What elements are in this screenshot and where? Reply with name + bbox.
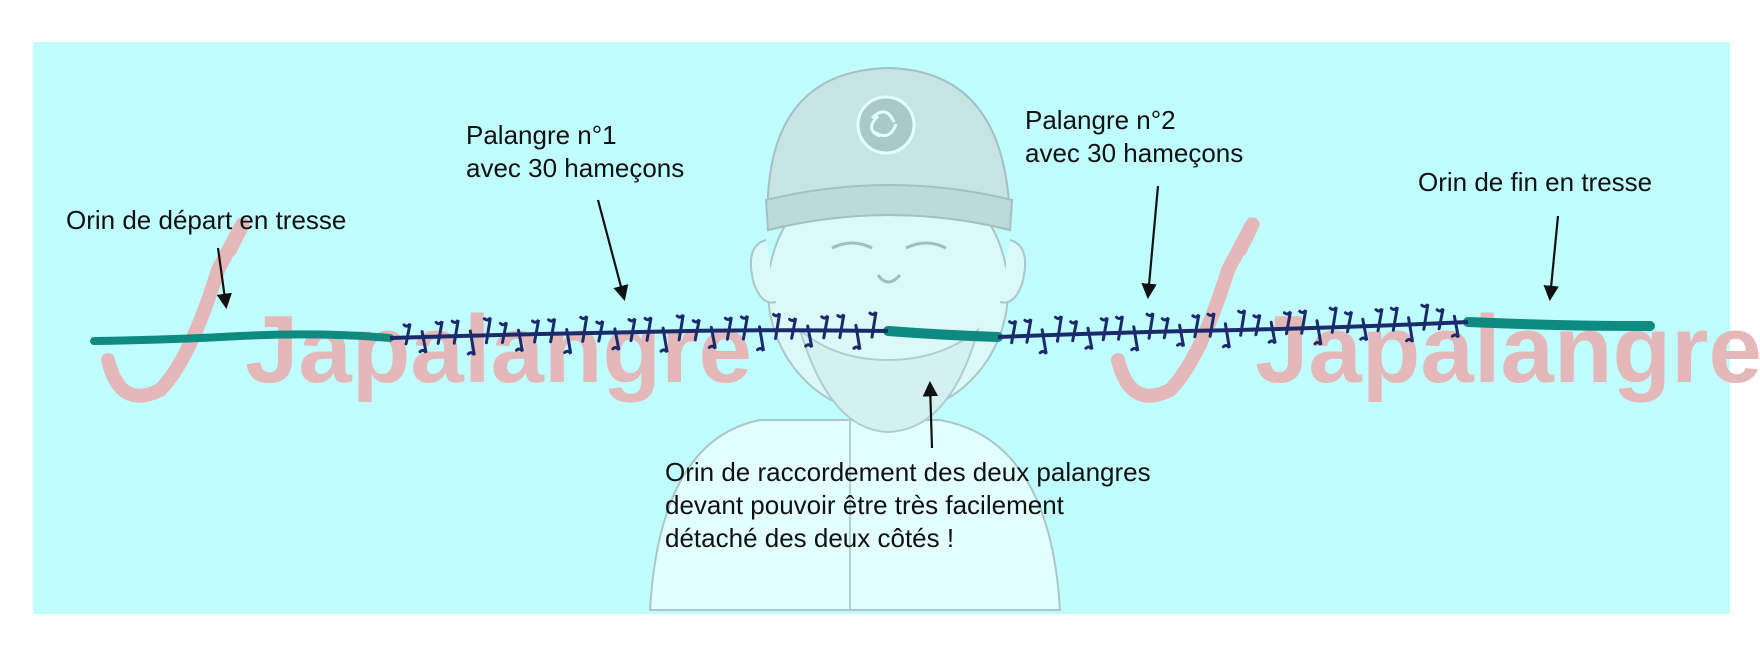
hook-snood xyxy=(1099,316,1109,342)
hook-snood xyxy=(852,323,862,351)
hook-snood xyxy=(402,322,412,346)
hook-snood xyxy=(450,319,460,345)
hook-snood xyxy=(482,316,492,345)
hook-snood xyxy=(1405,316,1415,343)
hook-snood xyxy=(498,321,508,344)
hook-snood xyxy=(1389,306,1399,332)
hook-snood xyxy=(1374,307,1384,333)
hook-snood xyxy=(1023,318,1033,344)
hook-snood xyxy=(466,329,476,356)
hook-snood xyxy=(1237,309,1247,337)
hook-snood xyxy=(643,316,653,342)
label-longline-1-line1: Palangre n°1 xyxy=(466,120,617,150)
hook-snood xyxy=(1206,312,1216,338)
hook-snood xyxy=(772,312,782,341)
hook-snood xyxy=(1221,322,1231,349)
hook-snood xyxy=(1038,328,1048,355)
hook-snood xyxy=(675,313,685,342)
watermark-text-right: Japalangre xyxy=(1255,296,1760,403)
hook-snood xyxy=(1176,323,1186,348)
arrow-end-line xyxy=(1543,215,1560,302)
hook-snood xyxy=(563,328,573,355)
arrow-longline-2 xyxy=(1141,185,1160,300)
hook-snood xyxy=(627,317,637,343)
label-longline-2-line1: Palangre n°2 xyxy=(1025,105,1176,135)
hook-snood xyxy=(579,315,589,343)
label-connector-line2: devant pouvoir être très facilement xyxy=(665,490,1064,520)
hook-snood xyxy=(756,325,765,352)
hook-snood xyxy=(788,317,798,340)
hook-snood xyxy=(434,320,444,345)
arrow-longline-1 xyxy=(596,199,629,301)
start-braided-line xyxy=(90,330,394,345)
hook-snood xyxy=(691,318,701,342)
hook-snood xyxy=(1359,317,1369,342)
hook-snood xyxy=(611,327,621,351)
longline-1 xyxy=(389,311,889,356)
hook-snood xyxy=(1252,313,1262,337)
label-end-line: Orin de fin en tresse xyxy=(1418,166,1652,199)
hook-snood xyxy=(1435,307,1445,331)
label-longline-2: Palangre n°2 avec 30 hameçons xyxy=(1025,104,1243,170)
hook-snood xyxy=(1313,319,1323,346)
end-braided-line xyxy=(1463,317,1655,331)
longline-2 xyxy=(997,303,1469,355)
hook-snood xyxy=(1069,319,1079,343)
hook-snood xyxy=(836,313,846,340)
label-connector-line3: détaché des deux côtés ! xyxy=(665,523,955,553)
hook-snood xyxy=(1115,315,1124,341)
label-end-line-text: Orin de fin en tresse xyxy=(1418,167,1653,197)
hook-snood xyxy=(515,328,524,353)
arrow-connector-line xyxy=(922,380,939,449)
hook-snood xyxy=(1130,325,1140,352)
hook-snood xyxy=(418,330,428,354)
hook-snood xyxy=(1282,310,1292,336)
hook-snood xyxy=(547,317,557,344)
hook-snood xyxy=(595,320,605,343)
label-longline-2-line2: avec 30 hameçons xyxy=(1025,138,1244,168)
watermark-text-left: Japalangre xyxy=(245,296,752,403)
connector-braided-line xyxy=(883,326,1003,342)
hook-snood xyxy=(1450,314,1460,339)
hook-snood xyxy=(739,315,749,341)
hook-snood xyxy=(1267,320,1277,345)
hook-snood xyxy=(1344,310,1353,334)
label-longline-1-line2: avec 30 hameçons xyxy=(466,153,685,183)
hook-snood xyxy=(868,311,878,339)
hook-snood xyxy=(1420,303,1430,331)
hook-snood xyxy=(1053,315,1063,343)
hook-snood xyxy=(1160,316,1170,340)
label-start-line-text: Orin de départ en tresse xyxy=(66,205,347,235)
hook-snood xyxy=(820,314,830,340)
hook-snood xyxy=(1298,309,1308,335)
hook-snood xyxy=(1328,306,1338,334)
label-connector-line1: Orin de raccordement des deux palangres xyxy=(665,457,1151,487)
hook-snood xyxy=(1008,319,1018,345)
label-start-line: Orin de départ en tresse xyxy=(66,204,346,237)
hook-snood xyxy=(531,319,541,344)
fisherman-illustration xyxy=(648,66,1062,611)
hook-snood xyxy=(1145,312,1155,340)
hook-snood xyxy=(723,316,733,341)
label-connector: Orin de raccordement des deux palangres … xyxy=(665,456,1151,555)
arrow-start-line xyxy=(216,247,232,310)
label-longline-1: Palangre n°1 avec 30 hameçons xyxy=(466,119,684,185)
hook-snood xyxy=(707,325,717,350)
hook-snood xyxy=(804,324,814,349)
hook-snood xyxy=(659,326,669,354)
hook-snood xyxy=(1084,326,1094,351)
hook-snood xyxy=(1191,313,1201,339)
